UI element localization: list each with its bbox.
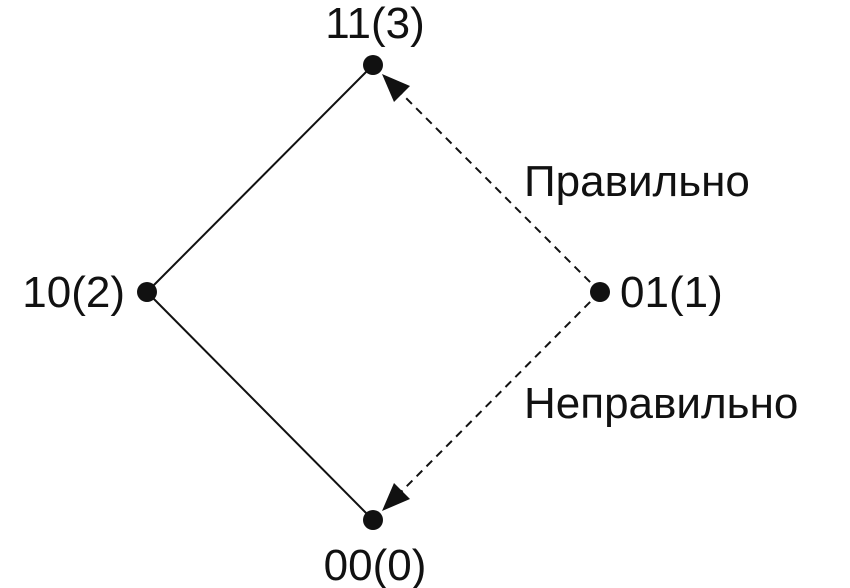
edge-left-bottom bbox=[146, 291, 374, 521]
node-bottom-label: 00(0) bbox=[324, 541, 427, 588]
node-left-dot bbox=[137, 282, 157, 302]
node-top-label: 11(3) bbox=[325, 0, 424, 48]
edge-top-left bbox=[146, 64, 374, 293]
edge-correct-label: Правильно bbox=[524, 157, 750, 206]
node-top-dot bbox=[363, 55, 383, 75]
arrowhead-bottom bbox=[382, 483, 410, 511]
node-bottom-dot bbox=[363, 510, 383, 530]
edge-right-to-top-correct bbox=[399, 91, 601, 293]
node-right-dot bbox=[590, 282, 610, 302]
arrowhead-top bbox=[382, 74, 410, 102]
node-right-label: 01(1) bbox=[620, 268, 723, 317]
edge-right-to-bottom-incorrect bbox=[399, 291, 601, 494]
node-left-label: 10(2) bbox=[22, 268, 125, 317]
edge-incorrect-label: Неправильно bbox=[524, 379, 798, 428]
